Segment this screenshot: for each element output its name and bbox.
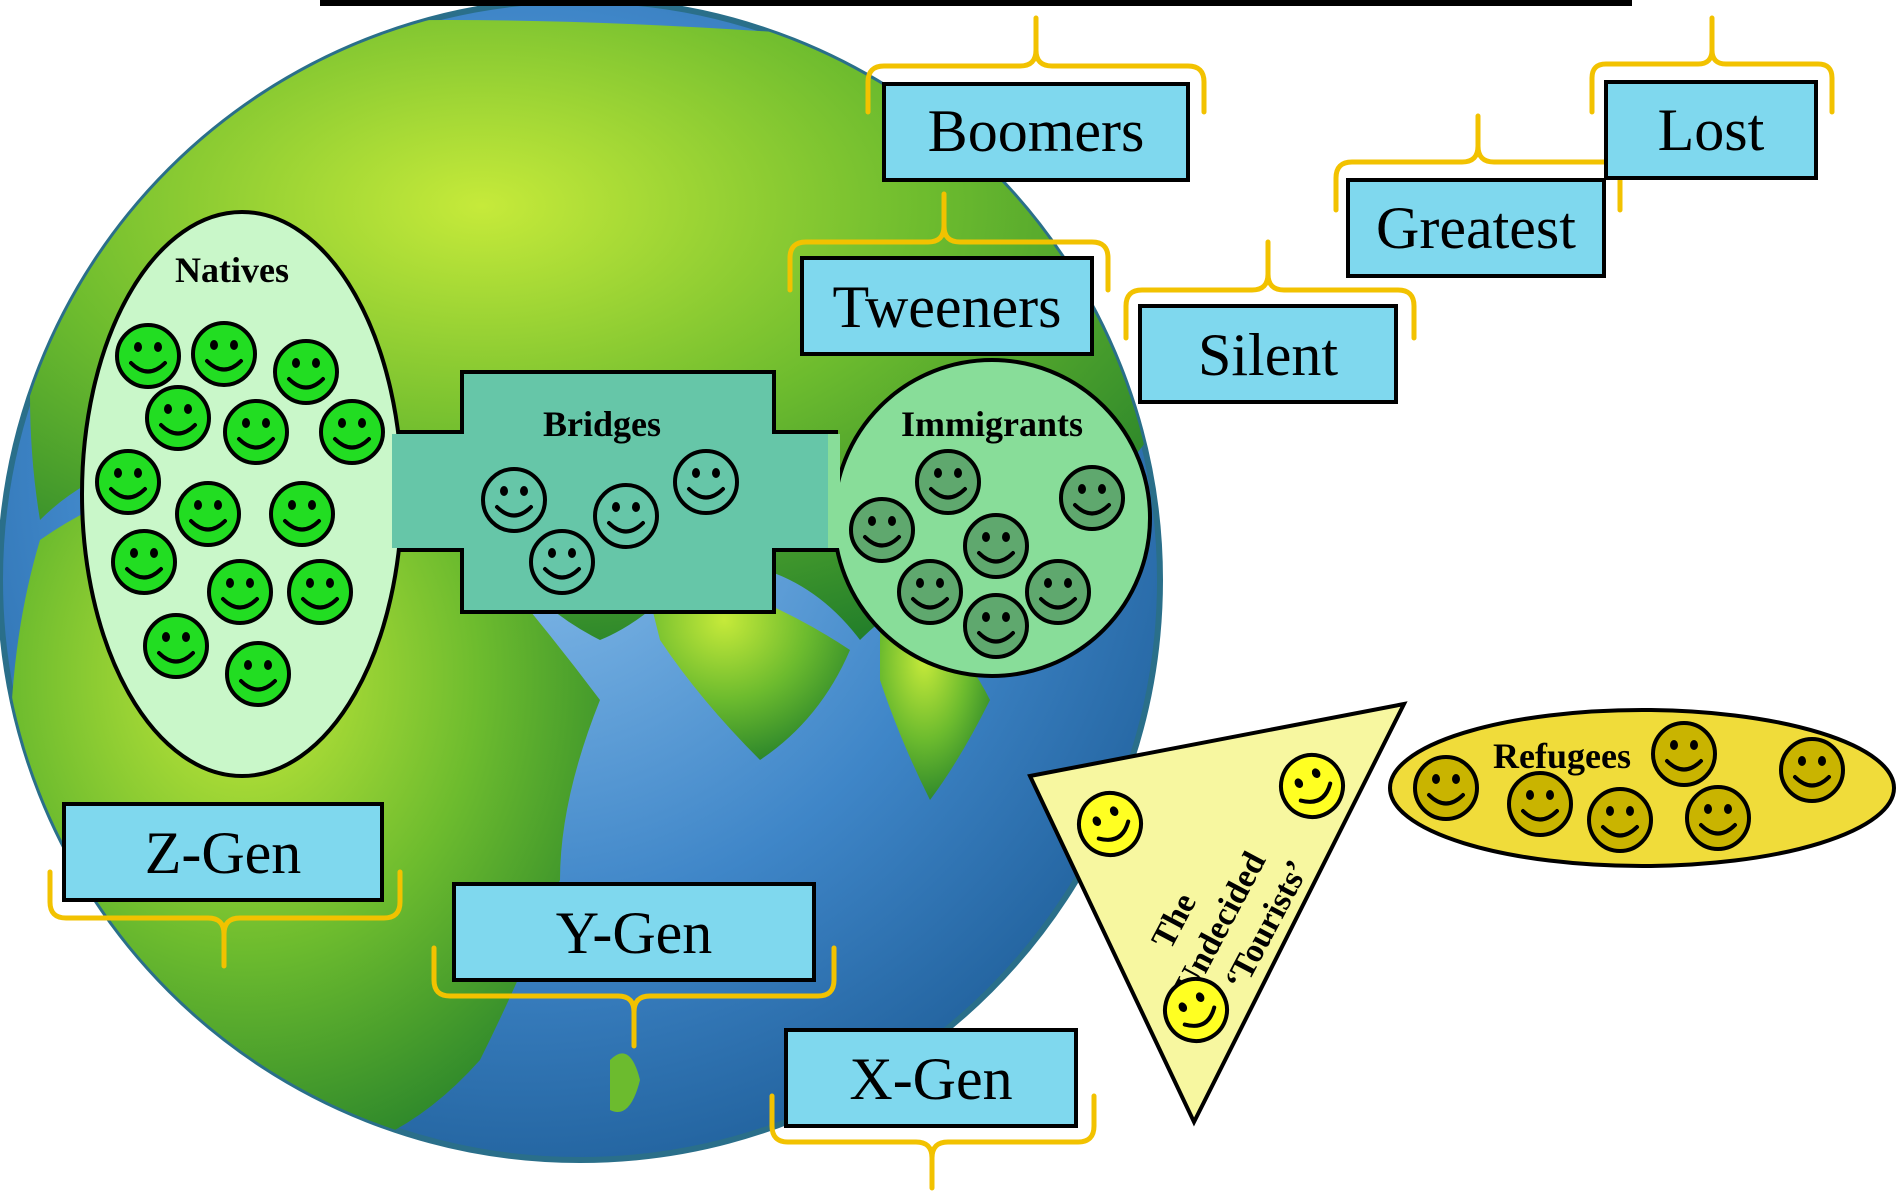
smiley-face-icon — [225, 641, 291, 707]
smiley-face-icon — [673, 449, 739, 515]
y-gen-box: Y-Gen — [452, 882, 816, 982]
greatest-box: Greatest — [1346, 178, 1606, 278]
tweeners-bracket — [787, 191, 1111, 293]
smiley-face-icon — [95, 449, 161, 515]
silent-box: Silent — [1138, 304, 1398, 404]
natives-group: Natives — [80, 210, 404, 778]
smiley-face-icon — [1413, 755, 1479, 821]
smiley-face-icon — [269, 481, 335, 547]
smiley-face-icon — [1685, 785, 1751, 851]
immigrants-group: Immigrants — [828, 358, 1152, 678]
silent-label: Silent — [1198, 322, 1338, 388]
smiley-face-icon — [849, 497, 915, 563]
boomers-label: Boomers — [928, 98, 1145, 164]
lost-box: Lost — [1604, 80, 1818, 180]
bridges-label: Bridges — [543, 404, 661, 444]
bridges-group: Bridges — [392, 370, 838, 614]
smiley-face-icon — [115, 323, 181, 389]
smiley-face-icon — [145, 385, 211, 451]
lost-label: Lost — [1658, 97, 1765, 163]
smiley-face-icon — [897, 559, 963, 625]
immigrants-label: Immigrants — [901, 404, 1083, 444]
smiley-face-icon — [191, 321, 257, 387]
boomers-bracket — [865, 15, 1207, 115]
smiley-face-icon — [1059, 465, 1125, 531]
smiley-face-icon — [915, 449, 981, 515]
smiley-face-icon — [963, 513, 1029, 579]
tweeners-label: Tweeners — [832, 274, 1061, 340]
x-gen-bracket — [769, 1093, 1097, 1191]
boomers-box: Boomers — [882, 82, 1190, 182]
smiley-face-icon — [273, 339, 339, 405]
x-gen-box: X-Gen — [784, 1028, 1078, 1128]
lost-bracket — [1589, 15, 1835, 115]
smiley-face-icon — [1779, 737, 1845, 803]
smiley-face-icon — [207, 559, 273, 625]
z-gen-bracket — [47, 869, 403, 969]
smiley-face-icon — [481, 467, 547, 533]
z-gen-label: Z-Gen — [145, 820, 302, 886]
tourists-group: The Undecided ‘Tourists’ — [1027, 701, 1408, 1127]
y-gen-label: Y-Gen — [556, 900, 713, 966]
y-gen-bracket — [431, 945, 837, 1049]
tweeners-box: Tweeners — [800, 256, 1094, 356]
silent-bracket — [1123, 239, 1417, 341]
z-gen-box: Z-Gen — [62, 802, 384, 902]
smiley-face-icon — [175, 481, 241, 547]
smiley-face-icon — [963, 593, 1029, 659]
smiley-face-icon — [1651, 721, 1717, 787]
smiley-face-icon — [1025, 559, 1091, 625]
greatest-label: Greatest — [1376, 195, 1576, 261]
smiley-face-icon — [319, 399, 385, 465]
smiley-face-icon — [593, 483, 659, 549]
smiley-face-icon — [1507, 771, 1573, 837]
smiley-face-icon — [529, 529, 595, 595]
smiley-face-icon — [287, 559, 353, 625]
smiley-face-icon — [143, 613, 209, 679]
refugees-group: Refugees — [1388, 708, 1896, 868]
x-gen-label: X-Gen — [849, 1046, 1012, 1112]
smiley-face-icon — [111, 529, 177, 595]
smiley-face-icon — [223, 399, 289, 465]
natives-label: Natives — [175, 250, 289, 290]
refugees-label: Refugees — [1493, 736, 1631, 776]
smiley-face-icon — [1587, 787, 1653, 853]
